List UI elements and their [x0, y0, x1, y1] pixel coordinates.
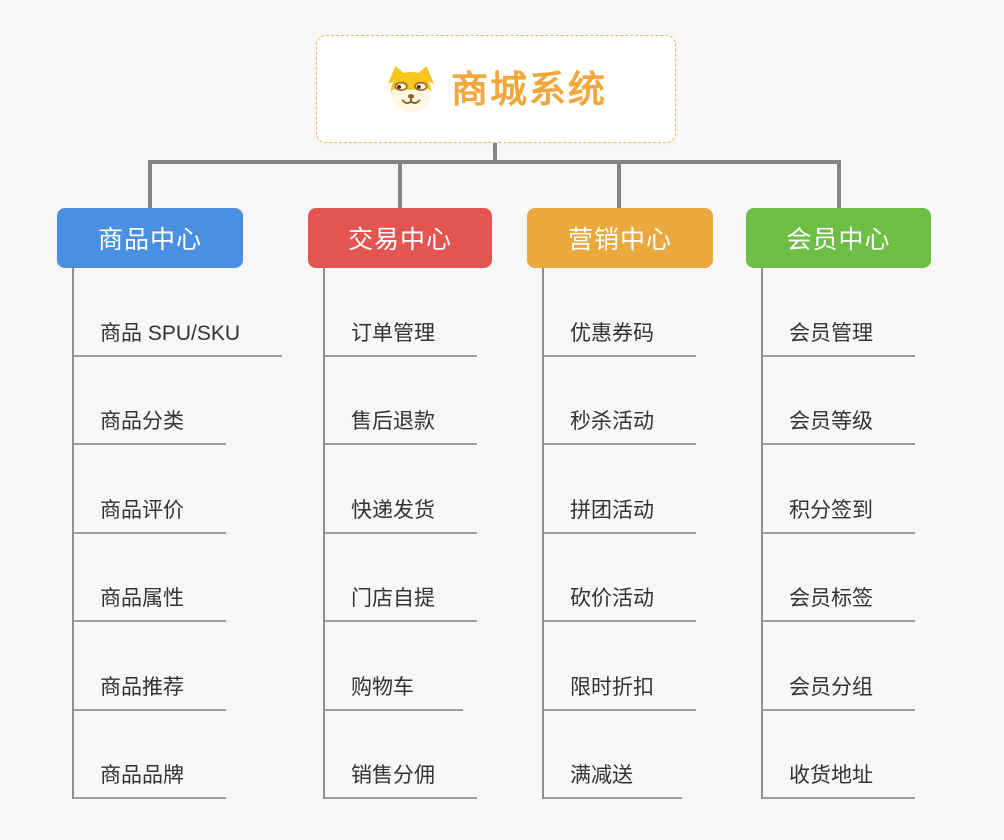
branch-item[interactable]: 秒杀活动 [542, 357, 696, 445]
branch-trade-center: 交易中心 订单管理售后退款快递发货门店自提购物车销售分佣 [308, 208, 492, 799]
branch-item[interactable]: 砍价活动 [542, 534, 696, 622]
branch-header-product-center[interactable]: 商品中心 [57, 208, 243, 268]
branch-item-list: 会员管理会员等级积分签到会员标签会员分组收货地址 [761, 268, 931, 799]
branch-item[interactable]: 销售分佣 [323, 711, 477, 799]
branch-item[interactable]: 快递发货 [323, 445, 477, 534]
connector-horizontal [148, 160, 841, 164]
branch-item[interactable]: 会员标签 [761, 534, 915, 622]
branch-item[interactable]: 商品分类 [72, 357, 226, 445]
branch-item[interactable]: 售后退款 [323, 357, 477, 445]
branch-item[interactable]: 商品品牌 [72, 711, 226, 799]
branch-header-member-center[interactable]: 会员中心 [746, 208, 931, 268]
root-title: 商城系统 [451, 68, 607, 110]
branch-header-marketing-center[interactable]: 营销中心 [527, 208, 713, 268]
connector-drop-branch-3 [617, 160, 621, 209]
connector-drop-branch-4 [837, 160, 841, 209]
branch-item[interactable]: 会员管理 [761, 268, 915, 357]
branch-marketing-center: 营销中心 优惠券码秒杀活动拼团活动砍价活动限时折扣满减送 [527, 208, 713, 799]
branch-trunk-line [72, 268, 74, 799]
branch-trunk-line [542, 268, 544, 799]
root-node[interactable]: 商城系统 [316, 35, 676, 143]
branch-item[interactable]: 购物车 [323, 622, 463, 711]
branch-item[interactable]: 会员等级 [761, 357, 915, 445]
branch-item[interactable]: 限时折扣 [542, 622, 696, 711]
branch-item[interactable]: 拼团活动 [542, 445, 696, 534]
connector-drop-branch-1 [148, 160, 152, 209]
branch-trunk-line [761, 268, 763, 799]
connector-root-stem [493, 143, 497, 162]
shiba-dog-icon [388, 66, 434, 113]
branch-member-center: 会员中心 会员管理会员等级积分签到会员标签会员分组收货地址 [746, 208, 931, 799]
branch-item[interactable]: 商品 SPU/SKU [72, 268, 283, 357]
branch-item[interactable]: 商品推荐 [72, 622, 226, 711]
branch-item-list: 订单管理售后退款快递发货门店自提购物车销售分佣 [323, 268, 492, 799]
branch-item[interactable]: 商品属性 [72, 534, 226, 622]
connector-drop-branch-2 [398, 160, 402, 209]
branch-item[interactable]: 满减送 [542, 711, 682, 799]
branch-item-list: 优惠券码秒杀活动拼团活动砍价活动限时折扣满减送 [542, 268, 713, 799]
branch-item[interactable]: 会员分组 [761, 622, 915, 711]
branch-item[interactable]: 商品评价 [72, 445, 226, 534]
branch-header-trade-center[interactable]: 交易中心 [308, 208, 492, 268]
branch-item[interactable]: 收货地址 [761, 711, 915, 799]
branch-item[interactable]: 门店自提 [323, 534, 477, 622]
branch-item[interactable]: 订单管理 [323, 268, 477, 357]
branch-item[interactable]: 积分签到 [761, 445, 915, 534]
branch-trunk-line [323, 268, 325, 799]
branch-item[interactable]: 优惠券码 [542, 268, 696, 357]
